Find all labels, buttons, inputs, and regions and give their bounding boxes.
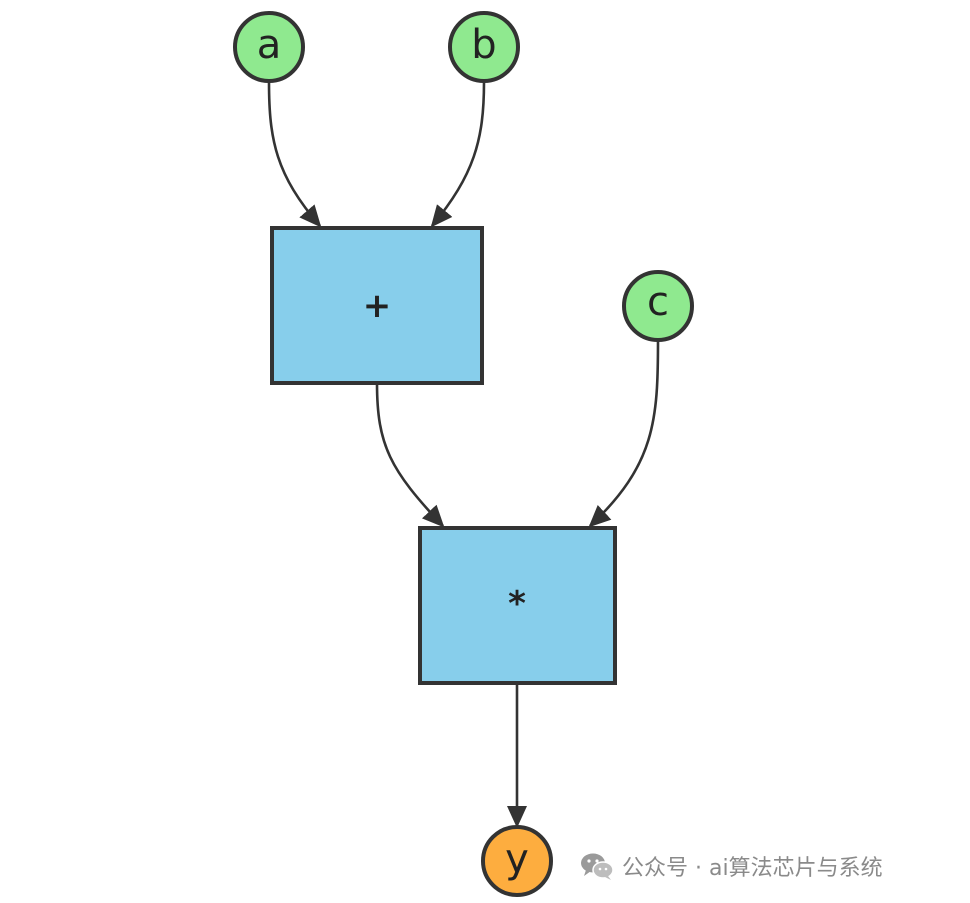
wechat-icon xyxy=(581,853,614,880)
node-mul: * xyxy=(418,526,617,685)
node-mul-label: * xyxy=(508,584,526,624)
node-c: c xyxy=(622,270,694,342)
node-y-label: y xyxy=(505,836,529,882)
node-a-circle xyxy=(233,11,305,83)
watermark: 公众号 · ai算法芯片与系统 xyxy=(580,846,883,886)
node-add-box xyxy=(270,226,484,385)
node-mul-box xyxy=(418,526,617,685)
node-b-circle xyxy=(448,11,520,83)
node-add: + xyxy=(270,226,484,385)
watermark-text: 公众号 · ai算法芯片与系统 xyxy=(622,856,883,881)
node-b-label: b xyxy=(471,22,496,68)
edge-b-to-add xyxy=(430,81,486,228)
node-b: b xyxy=(448,11,520,83)
edge-a-to-add xyxy=(267,81,322,228)
node-y-circle xyxy=(481,825,553,897)
node-y: y xyxy=(481,825,553,897)
edge-c-to-mul xyxy=(588,339,660,528)
node-add-label: + xyxy=(363,286,392,326)
node-a-label: a xyxy=(257,22,282,68)
edge-add-to-mul xyxy=(375,382,445,528)
node-c-label: c xyxy=(647,279,669,325)
node-c-circle xyxy=(622,270,694,342)
node-a: a xyxy=(233,11,305,83)
